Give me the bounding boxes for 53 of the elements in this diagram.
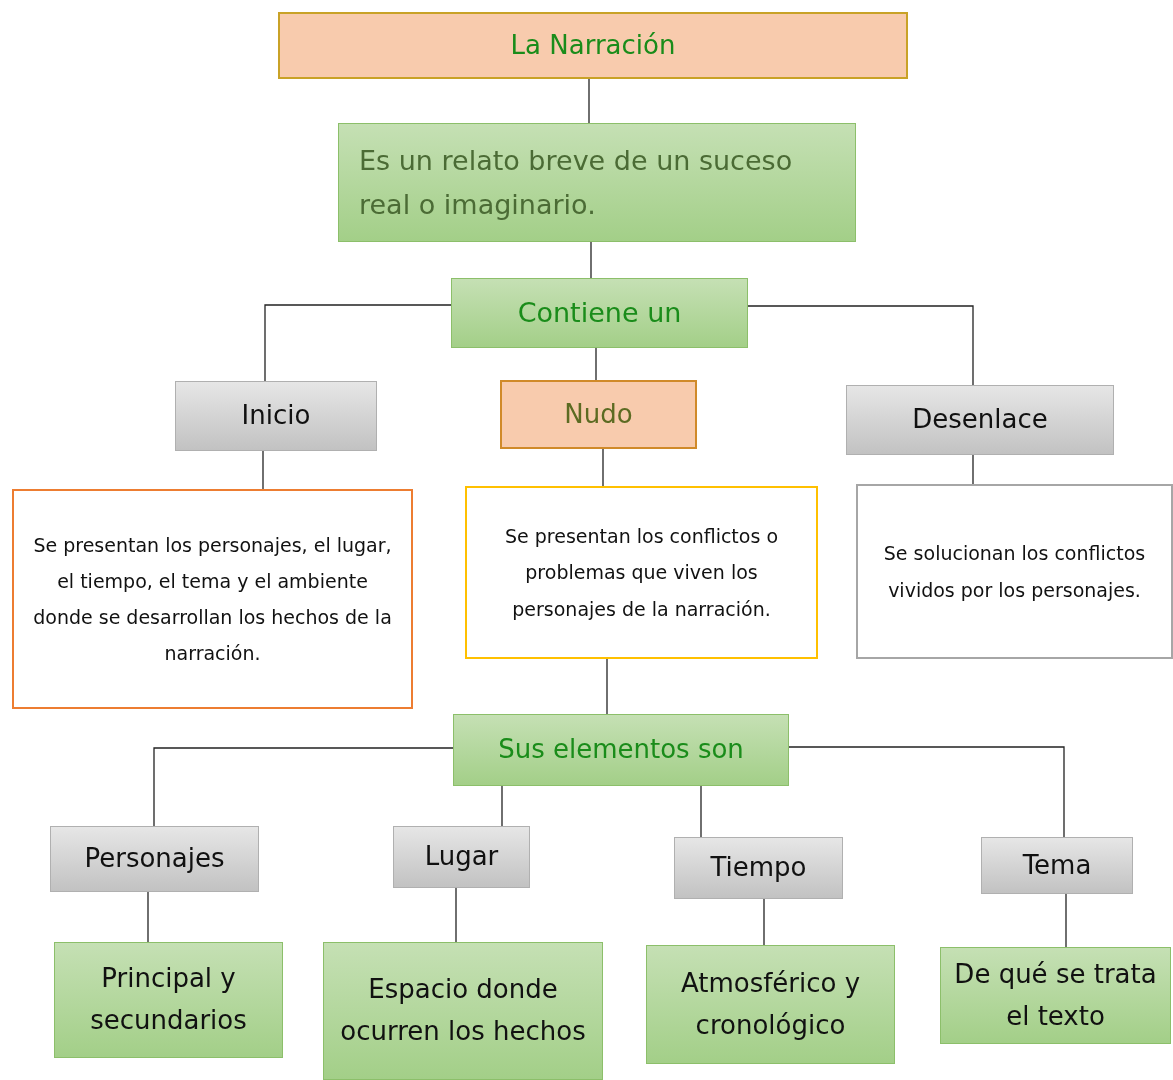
box-text: Se solucionan los conflictos vividos por los personajes. (882, 541, 1147, 603)
category-box (981, 837, 1133, 894)
box-text: De qué se trata el texto (953, 957, 1158, 1033)
box-text: Tema (1022, 848, 1092, 882)
connector-line (455, 887, 457, 943)
category-box (846, 385, 1114, 455)
box-text: Espacio donde ocurren los hechos (339, 973, 587, 1048)
connector-line (747, 305, 974, 386)
title-box (278, 12, 908, 79)
connector-line (262, 450, 264, 490)
concept-box (451, 278, 748, 348)
title-box (500, 380, 697, 449)
box-text: Lugar (424, 840, 499, 874)
box-text: Se presentan los personajes, el lugar, el tiempo, el tema y el ambiente donde se desarrollan los hechos de la narración. (32, 532, 393, 667)
connector-line (588, 78, 590, 124)
box-text: Desenlace (912, 403, 1048, 437)
box-text: Tiempo (710, 851, 807, 885)
connector-line (590, 241, 592, 279)
concept-box (453, 714, 789, 786)
connector-line (595, 347, 597, 381)
connector-line (264, 304, 452, 382)
concept-box (940, 947, 1171, 1044)
description-box (465, 486, 818, 659)
category-box (393, 826, 530, 888)
box-text: Atmosférico y cronológico (679, 966, 862, 1042)
concept-box (54, 942, 283, 1058)
concept-box (646, 945, 895, 1064)
category-box (175, 381, 377, 451)
box-text: Es un relato breve de un suceso real o imaginario. (359, 144, 794, 222)
description-box (856, 484, 1173, 659)
category-box (50, 826, 259, 892)
connector-line (788, 746, 1065, 838)
box-text: Contiene un (517, 296, 682, 331)
box-text: Sus elementos son (498, 733, 744, 767)
connector-line (763, 898, 765, 946)
concept-box (338, 123, 856, 242)
box-text: Principal y secundarios (89, 962, 248, 1037)
connector-line (147, 891, 149, 943)
category-box (674, 837, 843, 899)
box-text: Inicio (241, 399, 311, 433)
connector-line (153, 747, 454, 827)
concept-box (323, 942, 603, 1080)
box-text: Nudo (564, 397, 633, 431)
connector-line (501, 785, 503, 827)
connector-line (606, 658, 608, 715)
connector-line (972, 454, 974, 485)
box-text: La Narración (510, 28, 676, 62)
connector-line (700, 785, 702, 838)
box-text: Personajes (84, 842, 225, 876)
connector-line (1065, 893, 1067, 948)
description-box (12, 489, 413, 709)
box-text: Se presentan los conflictos o problemas que viven los personajes de la narración. (504, 524, 779, 622)
connector-line (602, 448, 604, 487)
